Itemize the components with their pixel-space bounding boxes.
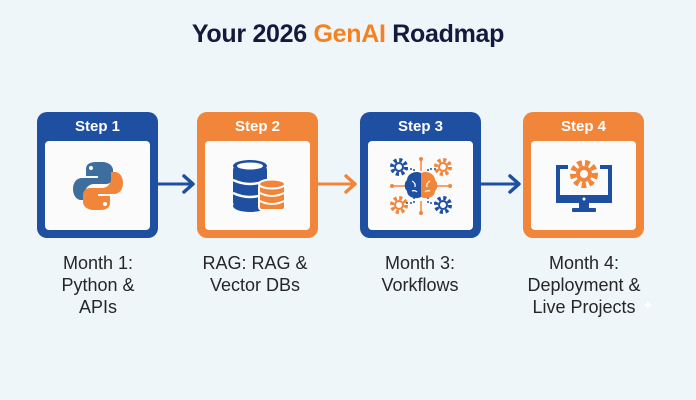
- caption-line: Python &: [61, 275, 135, 295]
- caption-line: Deployment &: [527, 275, 641, 295]
- step-4-caption: Month 4: Deployment & Live Projects: [509, 252, 659, 318]
- python-logo-icon: [72, 161, 123, 210]
- step-3-caption: Month 3: Vorkflows: [345, 252, 495, 296]
- step-1-label: Step 1: [74, 118, 120, 135]
- caption-line: APIs: [78, 297, 117, 317]
- gear-icon: [389, 157, 408, 176]
- arrow-3-to-4: [478, 174, 521, 194]
- step-1-icon-panel: [45, 141, 150, 230]
- title-prefix: Your 2026: [191, 20, 314, 48]
- step-4-card: Step 4: [523, 112, 644, 238]
- title-suffix: Roadmap: [385, 20, 505, 48]
- step-3-icon-panel: [368, 141, 473, 230]
- step-4-icon-panel: [531, 141, 636, 230]
- page-title: Your 2026 GenAI Roadmap: [0, 20, 696, 49]
- caption-line: Month 3:: [384, 253, 456, 273]
- caption-line: Month 4:: [548, 253, 620, 273]
- arrow-1-to-2: [158, 174, 195, 194]
- monitor-gear-icon: [555, 159, 612, 212]
- step-2-icon-panel: [205, 141, 310, 230]
- caption-line: Month 1:: [62, 253, 134, 273]
- title-accent: GenAI: [313, 20, 386, 48]
- caption-line: Live Projects: [532, 297, 636, 317]
- sparkle-icon: ✦: [642, 297, 654, 313]
- step-3-card: Step 3: [360, 112, 481, 238]
- gear-icon: [389, 195, 408, 214]
- step-2-label: Step 2: [234, 118, 280, 135]
- step-4-label: Step 4: [560, 118, 606, 135]
- caption-line: RAG: RAG &: [202, 253, 308, 273]
- caption-line: Vorkflows: [381, 275, 459, 295]
- step-1-card: Step 1: [37, 112, 158, 238]
- gear-icon: [433, 195, 452, 214]
- caption-line: Vector DBs: [209, 275, 301, 295]
- step-1-caption: Month 1: Python & APIs: [23, 252, 173, 318]
- gear-icon: [569, 159, 598, 188]
- database-icon: [231, 159, 286, 212]
- ai-brain-gears-icon: [389, 156, 452, 215]
- gear-icon: [433, 157, 452, 176]
- step-3-label: Step 3: [397, 118, 443, 135]
- step-2-card: Step 2: [197, 112, 318, 238]
- arrow-2-to-3: [318, 174, 357, 194]
- step-2-caption: RAG: RAG & Vector DBs: [180, 252, 330, 296]
